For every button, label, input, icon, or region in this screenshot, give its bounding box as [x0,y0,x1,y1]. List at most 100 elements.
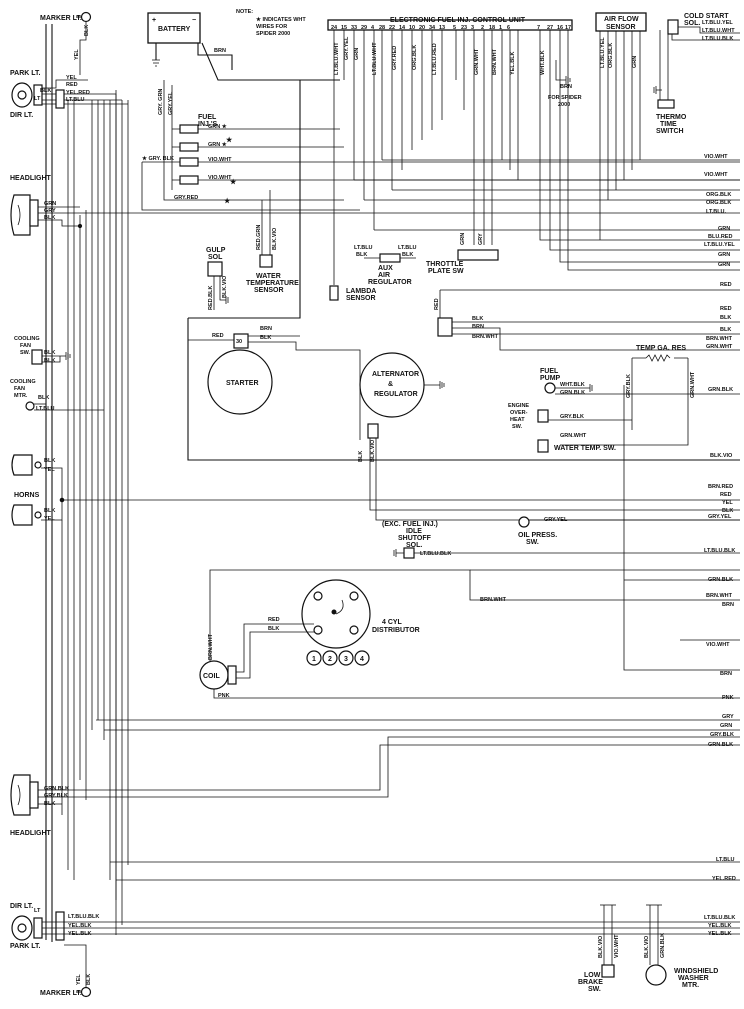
svg-text:LT.BLU: LT.BLU [354,245,373,251]
svg-text:1: 1 [499,25,502,31]
headlight-top-label: HEADLIGHT [10,175,52,182]
svg-text:THERMO: THERMO [656,114,687,121]
svg-text:VIO.WHT: VIO.WHT [208,175,232,181]
cooling-fan-motor: COOLING FAN MTR. BLK LT.BLU [10,379,104,412]
svg-text:VIO.WHT: VIO.WHT [208,157,232,163]
park-light-top-label: PARK LT. [10,70,41,77]
thermo-time-switch: THERMO TIME SWITCH [653,30,687,135]
svg-text:SW.: SW. [20,350,31,356]
svg-text:YEL.BLK: YEL.BLK [708,931,732,937]
oil-pressure-switch: GRY.YEL OIL PRESS. SW. [518,516,740,546]
svg-text:29: 29 [361,25,367,31]
low-brake-switch: BLK.VIO VIO.WHT LOW BRAKE SW. [578,904,620,993]
svg-text:1: 1 [312,656,316,663]
svg-text:GRY. GRN: GRY. GRN [158,89,164,115]
svg-text:WATER: WATER [256,273,281,280]
alternator-regulator: ALTERNATOR & REGULATOR BLK BLK.VIO [358,352,740,521]
ignition-coil: COIL BRN.WHT PNK BRN.WHT [199,569,740,699]
park-light-top: PARK LT. DIR LT. YEL RED BLK LT YEL.RED … [10,70,128,900]
svg-text:GRY.YEL: GRY.YEL [708,514,732,520]
throttle-plate-switch: GRN GRY THROTTLE PLATE SW [426,233,499,275]
svg-text:SENSOR: SENSOR [346,295,376,302]
svg-text:BRN.WHT: BRN.WHT [706,336,733,342]
svg-text:BRN.RED: BRN.RED [708,484,733,490]
svg-text:4 CYL: 4 CYL [382,619,403,626]
svg-text:GRN: GRN [460,233,466,245]
svg-text:VIO.WHT: VIO.WHT [704,154,728,160]
svg-text:ENGINE: ENGINE [508,403,529,409]
svg-text:BLK: BLK [356,252,367,258]
svg-text:GRN.BLK: GRN.BLK [708,577,733,583]
cold-start-solenoid: COLD START SOL. LT.BLU.WHT LT.BLU.BLK [667,13,740,42]
svg-text:GRN.BLK: GRN.BLK [708,742,733,748]
svg-text:SOL: SOL [208,254,223,261]
svg-text:WINDSHIELD: WINDSHIELD [674,968,718,975]
svg-text:3: 3 [344,656,348,663]
note: NOTE: ★ INDICATES WHT WIRES FOR SPIDER 2… [236,9,306,37]
marker-light-bottom-label: MARKER LT. [40,990,82,997]
svg-text:ALTERNATOR: ALTERNATOR [372,371,419,378]
svg-text:BLK: BLK [44,358,55,364]
svg-text:BLK.VIO: BLK.VIO [710,453,733,459]
svg-text:33: 33 [351,25,357,31]
svg-text:LT.BLU.: LT.BLU. [706,209,727,215]
svg-text:RED: RED [212,333,224,339]
temp-gauge-resistor: TEMP GA. RES GRY.BLK GRN.WHT [560,345,696,446]
svg-text:(EXC. FUEL INJ.): (EXC. FUEL INJ.) [382,521,438,528]
svg-text:SW.: SW. [512,424,523,430]
svg-text:SOL.: SOL. [684,20,700,27]
svg-text:INJ.'S: INJ.'S [198,121,218,128]
lt-label-2: LT [34,908,41,914]
svg-text:+: + [152,17,156,24]
headlight-bottom: GRN.BLK GRY.BLK BLK HEADLIGHT [10,736,740,837]
svg-text:REGULATOR: REGULATOR [368,279,412,286]
svg-text:FAN: FAN [14,386,25,392]
svg-text:14: 14 [399,25,406,31]
water-temp-switch: GRN.WHT WATER TEMP. SW. [537,433,616,453]
svg-text:FUEL: FUEL [198,114,217,121]
svg-text:RED: RED [720,492,732,498]
svg-text:ORG.BLK: ORG.BLK [706,192,731,198]
svg-text:YEL: YEL [74,49,80,60]
svg-text:4: 4 [371,25,375,31]
svg-text:BRN.WHT: BRN.WHT [706,593,733,599]
svg-text:WATER TEMP. SW.: WATER TEMP. SW. [554,445,616,452]
svg-text:&: & [388,381,393,388]
svg-text:★: ★ [230,178,237,186]
svg-text:BRN: BRN [720,671,732,677]
svg-text:GRY.BLK: GRY.BLK [44,793,68,799]
svg-text:FUEL: FUEL [540,368,559,375]
svg-text:BRN: BRN [560,84,572,90]
svg-text:★: ★ [224,197,231,205]
svg-text:LT.BLU.BLK: LT.BLU.BLK [704,548,735,554]
svg-text:OIL PRESS.: OIL PRESS. [518,532,557,539]
svg-text:BRN: BRN [472,324,484,330]
svg-text:24: 24 [331,25,338,31]
svg-text:SW.: SW. [588,986,601,993]
svg-text:VIO.WHT: VIO.WHT [706,642,730,648]
svg-text:GRY: GRY [722,714,734,720]
svg-text:GRN.BLK: GRN.BLK [660,933,666,958]
svg-text:GRN: GRN [718,262,730,268]
svg-text:STARTER: STARTER [226,380,259,387]
svg-text:WIRES FOR: WIRES FOR [256,24,287,30]
svg-text:YEL: YEL [66,75,77,81]
svg-text:4: 4 [360,656,364,663]
svg-text:BLK: BLK [720,315,731,321]
marker-light-top: MARKER LT. BLK YEL [40,11,92,75]
svg-text:YEL: YEL [44,516,55,522]
svg-text:PUMP: PUMP [540,375,561,382]
svg-text:BRN.WHT: BRN.WHT [480,597,507,603]
svg-text:LT.BLU.RED: LT.BLU.RED [432,43,438,75]
starter: STARTER 30 RED BRN BLK [187,80,740,461]
headlight-bottom-label: HEADLIGHT [10,830,52,837]
svg-text:TEMPERATURE: TEMPERATURE [246,280,299,287]
svg-text:BLK: BLK [44,215,55,221]
svg-text:ORG.BLK: ORG.BLK [706,200,731,206]
svg-text:BLK: BLK [358,451,364,462]
svg-text:23: 23 [461,25,467,31]
svg-text:SHUTOFF: SHUTOFF [398,535,432,542]
svg-text:BLK: BLK [402,252,413,258]
svg-text:GRY.BLK: GRY.BLK [560,414,584,420]
right-wire-tails [354,159,740,271]
